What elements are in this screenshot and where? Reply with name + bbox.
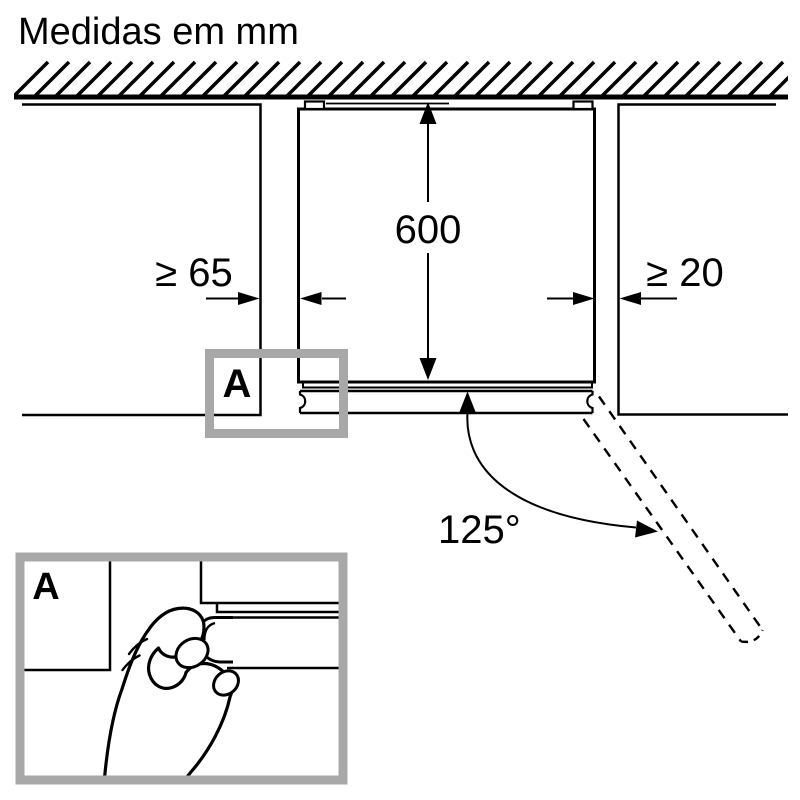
dimension-left-clearance-label: ≥ 65 (155, 251, 233, 295)
detail-view-frame (15, 552, 348, 785)
door-end-cover-inner-line (203, 621, 216, 641)
hand-illustration (103, 606, 240, 776)
wall-hatching (14, 60, 788, 98)
thumb-fingertip (212, 669, 240, 697)
open-door-end-cap (740, 629, 764, 644)
right-wall-bracket (572, 100, 594, 111)
detail-callout-label: A (223, 362, 252, 406)
open-door-dashed (582, 395, 764, 644)
knuckle-crease (121, 654, 141, 672)
detail-appliance-body (199, 561, 339, 614)
arrow-up-icon (419, 102, 437, 124)
arrow-right-icon (635, 520, 658, 538)
detail-callout-box: A (205, 349, 348, 438)
detail-view: A (15, 552, 348, 785)
page-title: Medidas em mm (18, 11, 299, 53)
dimension-depth: 600 (395, 102, 462, 380)
dimension-left-clearance: ≥ 65 (155, 251, 346, 305)
arrow-right-icon (573, 292, 595, 305)
dimension-right-clearance: ≥ 20 (547, 251, 724, 305)
arrow-left-icon (619, 292, 641, 305)
detail-left-cabinet (24, 561, 112, 672)
dimension-right-clearance-label: ≥ 20 (646, 251, 724, 295)
arrow-up-icon (459, 391, 476, 413)
door-left-break (298, 391, 307, 413)
right-cabinet (617, 103, 788, 416)
knuckle-crease (127, 637, 149, 656)
left-wall-bracket (303, 100, 326, 111)
door-pivot-break (586, 391, 594, 413)
door-angle-label: 125° (438, 508, 521, 552)
arrow-down-icon (419, 358, 437, 380)
detail-view-label: A (32, 566, 59, 608)
index-fingertip (174, 636, 210, 670)
door-angle-arc: 125° (438, 391, 658, 552)
appliance-base-line (302, 382, 593, 389)
left-cabinet (22, 103, 262, 417)
arrow-right-icon (238, 292, 260, 305)
arrow-left-icon (300, 292, 322, 305)
appliance-door (298, 389, 594, 415)
appliance-body (297, 107, 596, 384)
dimension-depth-label: 600 (395, 208, 462, 252)
